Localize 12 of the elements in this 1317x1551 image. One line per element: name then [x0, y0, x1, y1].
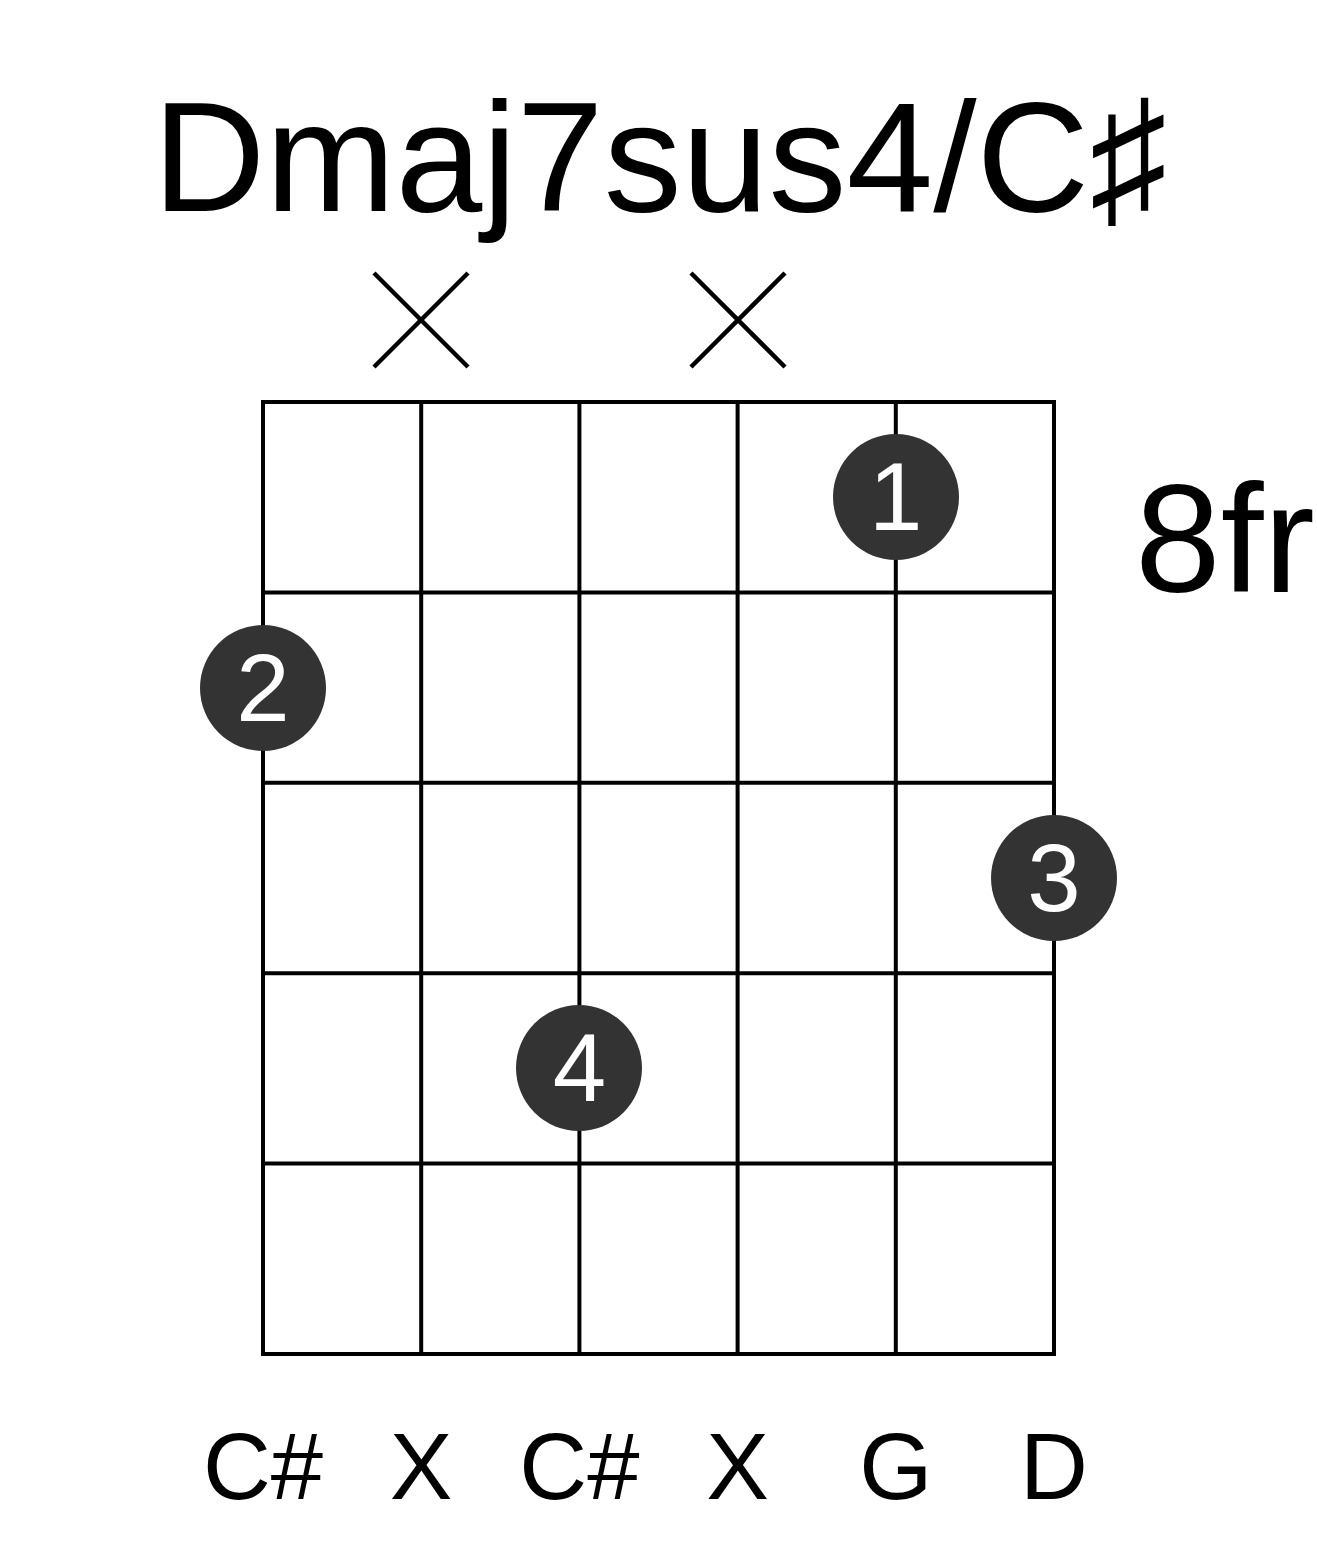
- string-note-label: D: [1020, 1420, 1088, 1514]
- finger-dot: 1: [832, 434, 959, 561]
- string-note-label: G: [859, 1420, 933, 1514]
- string-note-label: C#: [519, 1420, 640, 1514]
- fret-position-label: 8fr: [1135, 462, 1315, 616]
- finger-dot: 2: [200, 624, 326, 751]
- string-note-label: X: [389, 1420, 453, 1514]
- string-note-label: X: [706, 1420, 769, 1514]
- chord-title: Dmaj7sus4/C♯: [151, 69, 1169, 246]
- string-note-label: C#: [202, 1420, 324, 1514]
- finger-dot: 3: [991, 815, 1117, 941]
- finger-dot: 4: [516, 1005, 643, 1132]
